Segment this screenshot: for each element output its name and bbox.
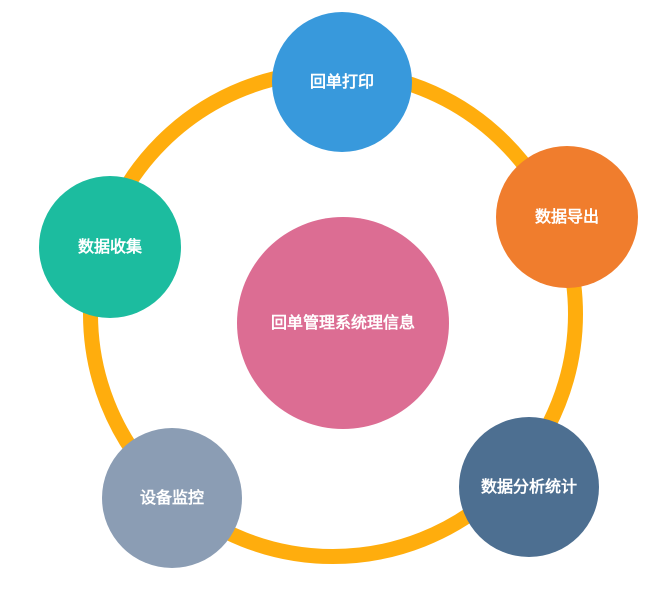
data-collection-node: 数据收集 xyxy=(39,176,181,318)
data-analysis-label: 数据分析统计 xyxy=(480,477,577,497)
data-export-label: 数据导出 xyxy=(534,207,599,227)
device-monitoring-node: 设备监控 xyxy=(102,428,242,568)
device-monitoring-label: 设备监控 xyxy=(139,488,204,508)
print-receipt-node: 回单打印 xyxy=(272,12,412,152)
data-collection-label: 数据收集 xyxy=(77,237,142,257)
center-node: 回单管理系统理信息 xyxy=(237,217,449,429)
center-node-label: 回单管理系统理信息 xyxy=(270,313,415,333)
data-export-node: 数据导出 xyxy=(496,146,638,288)
print-receipt-label: 回单打印 xyxy=(309,72,374,92)
data-analysis-node: 数据分析统计 xyxy=(459,417,599,557)
